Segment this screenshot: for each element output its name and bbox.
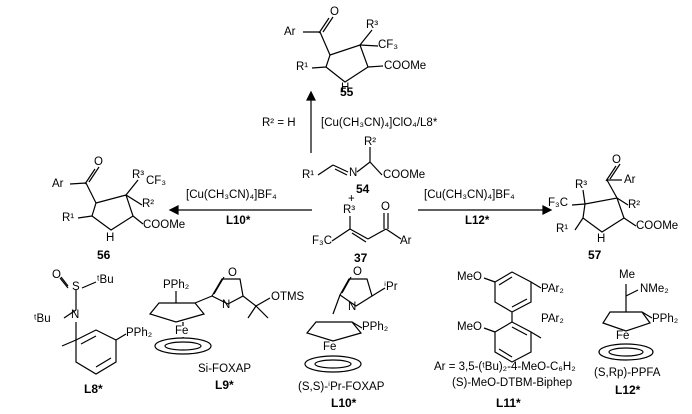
atom-f3c-57: F₃C — [548, 197, 569, 209]
top-conditions: [Cu(CH₃CN)₄]ClO₄/L8* — [321, 117, 438, 129]
structure-L12 — [598, 284, 654, 361]
atom-cf3-56: CF₃ — [146, 175, 167, 187]
structure-L8 — [59, 276, 127, 375]
atom-n-57: H — [597, 233, 606, 245]
structure-L11 — [483, 271, 542, 363]
ligand-L12-label: L12* — [615, 383, 641, 397]
atom-n-l9: N — [222, 299, 231, 311]
atom-pph2-l8: PPh₂ — [126, 327, 153, 339]
atom-coome-54: COOMe — [383, 169, 426, 181]
atom-r2-56: R² — [142, 198, 155, 210]
atom-ar-57: Ar — [624, 174, 636, 186]
atom-r1-54: R¹ — [302, 169, 315, 181]
compound-56-label: 56 — [97, 248, 111, 262]
compound-37-label: 37 — [354, 251, 368, 265]
atom-meo-l11-top: MeO — [457, 271, 482, 283]
plus-sign: + — [348, 193, 355, 205]
left-ligand: L10* — [226, 215, 251, 227]
structure-L9 — [148, 276, 271, 355]
atom-coome-55: COOMe — [384, 60, 427, 72]
structure-57 — [571, 163, 637, 233]
atom-meo-l11-bottom: MeO — [457, 321, 482, 333]
structure-L10 — [304, 276, 386, 373]
atom-fe-l10: Fe — [323, 341, 337, 353]
ligand-L10-label: L10* — [331, 396, 357, 410]
structure-37 — [331, 213, 402, 243]
atom-o-57: O — [612, 154, 621, 166]
atom-pph2-l12: PPh₂ — [652, 313, 679, 325]
right-conditions: [Cu(CH₃CN)₄]BF₄ — [424, 189, 515, 201]
compound-57-label: 57 — [588, 248, 602, 262]
atom-o-l8: O — [52, 269, 61, 281]
ligand-L12-name: (S,Rp)-PPFA — [594, 367, 661, 379]
structure-55 — [303, 16, 384, 83]
atom-nme2-l12: NMe₂ — [640, 283, 669, 295]
atom-r3-37: R³ — [343, 204, 356, 216]
top-condition-r2: R² = H — [262, 117, 296, 129]
atom-s-l8: S — [72, 281, 80, 293]
atom-n-54: N — [349, 167, 358, 179]
atom-r2-54: R² — [364, 136, 377, 148]
right-ligand: L12* — [465, 215, 490, 227]
atom-n-l10: N — [348, 301, 357, 313]
atom-nh-l8: N — [71, 309, 80, 321]
ligand-L8-label: L8* — [84, 382, 103, 396]
ligand-L11-name: (S)-MeO-DTBM-Biphep — [452, 377, 573, 389]
atom-tbu-l8: ᵗBu — [34, 313, 51, 325]
atom-o-37: O — [381, 201, 390, 213]
compound-54-label: 54 — [356, 182, 370, 196]
atom-r3-57: R³ — [575, 179, 588, 191]
atom-fe-l12: Fe — [616, 330, 630, 342]
atom-r2-57: R² — [628, 199, 641, 211]
left-conditions: [Cu(CH₃CN)₄]BF₄ — [186, 189, 277, 201]
atom-ar-37: Ar — [400, 235, 412, 247]
atom-r3-56: R³ — [132, 169, 145, 181]
atom-ipr-l10: ⁱPr — [384, 281, 398, 293]
atom-o-l10: O — [353, 266, 362, 278]
atom-pph2-l9: PPh₂ — [163, 279, 190, 291]
atom-coome-57: COOMe — [636, 220, 679, 232]
atom-cf3-55: CF₃ — [378, 39, 399, 51]
compound-55-label: 55 — [340, 85, 354, 99]
atom-tbu-l8-s: ᵗBu — [97, 274, 114, 286]
ligand-L9-name: Si-FOXAP — [198, 363, 252, 375]
atom-par2-l11-top: PAr₂ — [541, 283, 564, 295]
atom-ar-55: Ar — [284, 26, 296, 38]
atom-par2-l11-bottom: PAr₂ — [541, 313, 564, 325]
atom-pph2-l10: PPh₂ — [362, 321, 389, 333]
structure-54 — [317, 147, 383, 176]
ligand-L11-ar-definition: Ar = 3,5-(ᵗBu)₂-4-MeO-C₆H₂ — [434, 361, 576, 373]
atom-ar-56: Ar — [52, 178, 64, 190]
atom-coome-56: COOMe — [143, 219, 186, 231]
ligand-L11-label: L11* — [496, 396, 521, 410]
atom-r1-55: R¹ — [296, 61, 309, 73]
atom-f3c-37: F₃C — [312, 235, 333, 247]
atom-o-55: O — [330, 6, 339, 18]
atom-n-55: H — [341, 82, 350, 94]
ligand-L10-name: (S,S)-ⁱPr-FOXAP — [298, 381, 385, 393]
atom-n-56: H — [106, 232, 115, 244]
reaction-arrows — [168, 90, 553, 215]
atom-r3-55: R³ — [366, 19, 379, 31]
atom-me-l12: Me — [619, 269, 635, 281]
structure-56 — [69, 166, 144, 231]
atom-fe-l9: Fe — [175, 325, 189, 337]
atom-r1-57: R¹ — [556, 223, 569, 235]
atom-r1-56: R¹ — [62, 212, 75, 224]
atom-otms-l9: OTMS — [271, 291, 305, 303]
ligand-L9-label: L9* — [215, 378, 234, 392]
atom-o-l9: O — [228, 267, 237, 279]
atom-o-56: O — [94, 156, 103, 168]
